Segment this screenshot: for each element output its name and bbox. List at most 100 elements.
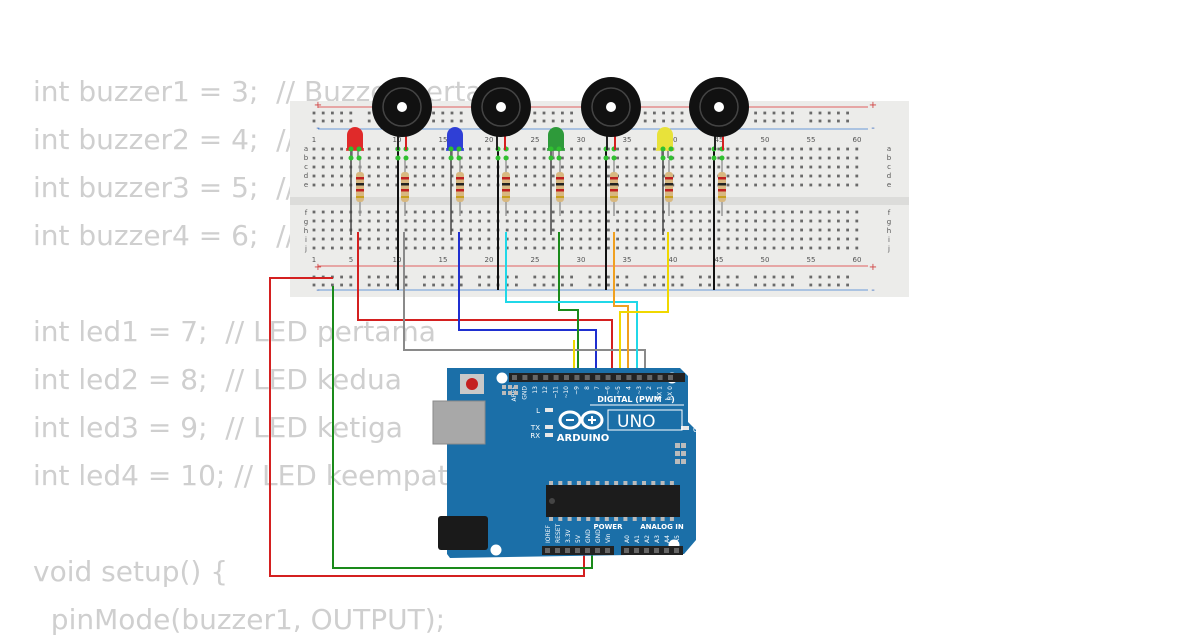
breadboard-hole <box>515 210 518 214</box>
components <box>346 77 749 216</box>
breadboard-hole <box>312 165 316 169</box>
resistor-band <box>502 189 510 192</box>
resistor-band <box>610 177 618 180</box>
contact-dot <box>456 155 462 161</box>
breadboard-hole <box>634 246 638 250</box>
orange-signal-wire <box>613 232 629 380</box>
breadboard-hole <box>386 283 389 287</box>
row-letter: b <box>304 154 309 162</box>
breadboard-hole <box>441 147 445 151</box>
chip-notch <box>549 498 555 504</box>
breadboard-hole <box>515 183 518 187</box>
breadboard-hole <box>570 156 573 160</box>
cyan-signal-wire <box>505 232 638 380</box>
icsp-pin <box>514 385 518 389</box>
icsp-pin <box>502 385 506 389</box>
breadboard-hole <box>689 174 693 178</box>
breadboard-hole <box>680 147 684 151</box>
resistor-band <box>610 189 618 192</box>
breadboard-hole <box>754 156 757 160</box>
breadboard-hole <box>699 174 702 178</box>
breadboard-hole <box>588 210 592 214</box>
column-number-bottom: 20 <box>485 256 494 264</box>
breadboard-hole <box>432 147 435 151</box>
breadboard-hole <box>450 246 454 250</box>
breadboard-hole <box>367 210 371 214</box>
breadboard-hole <box>367 147 371 151</box>
breadboard-hole <box>588 165 592 169</box>
breadboard-hole <box>478 183 481 187</box>
breadboard-hole <box>763 156 767 160</box>
breadboard-hole <box>312 228 316 232</box>
breadboard-hole <box>772 228 776 232</box>
analog-pin-label: A1 <box>634 535 641 543</box>
breadboard-hole <box>579 156 583 160</box>
breadboard-hole <box>413 156 417 160</box>
breadboard-hole <box>423 237 426 241</box>
breadboard-hole <box>809 156 813 160</box>
power-pin-label: Vin <box>605 533 612 543</box>
column-number-top: 50 <box>761 136 770 144</box>
breadboard-hole <box>524 210 527 214</box>
breadboard-hole <box>312 237 316 241</box>
breadboard-hole <box>818 183 822 187</box>
breadboard-hole <box>827 183 831 187</box>
breadboard-hole <box>643 246 647 250</box>
breadboard-hole <box>487 275 491 279</box>
breadboard-hole <box>542 119 546 123</box>
breadboard-hole <box>625 183 629 187</box>
breadboard-hole <box>404 165 408 169</box>
breadboard-hole <box>634 237 638 241</box>
breadboard-hole <box>340 283 343 287</box>
breadboard-hole <box>321 237 325 241</box>
header-pin <box>555 548 560 553</box>
breadboard-hole <box>717 156 721 160</box>
contact-dot <box>668 155 674 161</box>
breadboard-hole <box>625 147 629 151</box>
chip-pin <box>651 517 656 521</box>
row-letter: i <box>888 236 890 244</box>
header-pin <box>605 548 610 553</box>
breadboard-hole <box>561 119 564 123</box>
breadboard-hole <box>478 165 481 169</box>
breadboard-hole <box>432 228 435 232</box>
breadboard-hole <box>542 237 546 241</box>
breadboard-hole <box>340 165 343 169</box>
chip-pin <box>595 481 600 485</box>
header-pin <box>626 375 632 380</box>
breadboard-hole <box>772 283 776 287</box>
contact-dot <box>611 155 617 161</box>
contact-dot <box>556 146 562 152</box>
breadboard-hole <box>643 174 647 178</box>
chip-pin <box>595 517 600 521</box>
breadboard-hole <box>837 174 840 178</box>
chip-pin <box>604 517 609 521</box>
breadboard-hole <box>726 228 730 232</box>
breadboard-hole <box>386 237 389 241</box>
breadboard-hole <box>837 119 840 123</box>
breadboard-hole <box>459 237 463 241</box>
breadboard-hole <box>570 283 573 287</box>
breadboard-hole <box>818 119 822 123</box>
breadboard-hole <box>524 219 527 223</box>
contact-dot <box>548 155 554 161</box>
breadboard-hole <box>745 147 748 151</box>
breadboard-hole <box>570 147 573 151</box>
usb-port <box>432 400 486 445</box>
breadboard-hole <box>662 246 665 250</box>
breadboard-hole <box>607 275 610 279</box>
header-pin <box>636 375 642 380</box>
breadboard-hole <box>809 165 813 169</box>
breadboard-hole <box>542 147 546 151</box>
breadboard-hole <box>827 174 831 178</box>
breadboard-hole <box>340 156 343 160</box>
breadboard-hole <box>735 174 739 178</box>
contact-dot <box>668 146 674 152</box>
breadboard-hole <box>827 165 831 169</box>
breadboard-hole <box>321 119 325 123</box>
breadboard-hole <box>800 174 803 178</box>
breadboard-hole <box>377 228 380 232</box>
breadboard-hole <box>551 165 555 169</box>
breadboard-hole <box>800 219 803 223</box>
chip-pin <box>623 481 628 485</box>
